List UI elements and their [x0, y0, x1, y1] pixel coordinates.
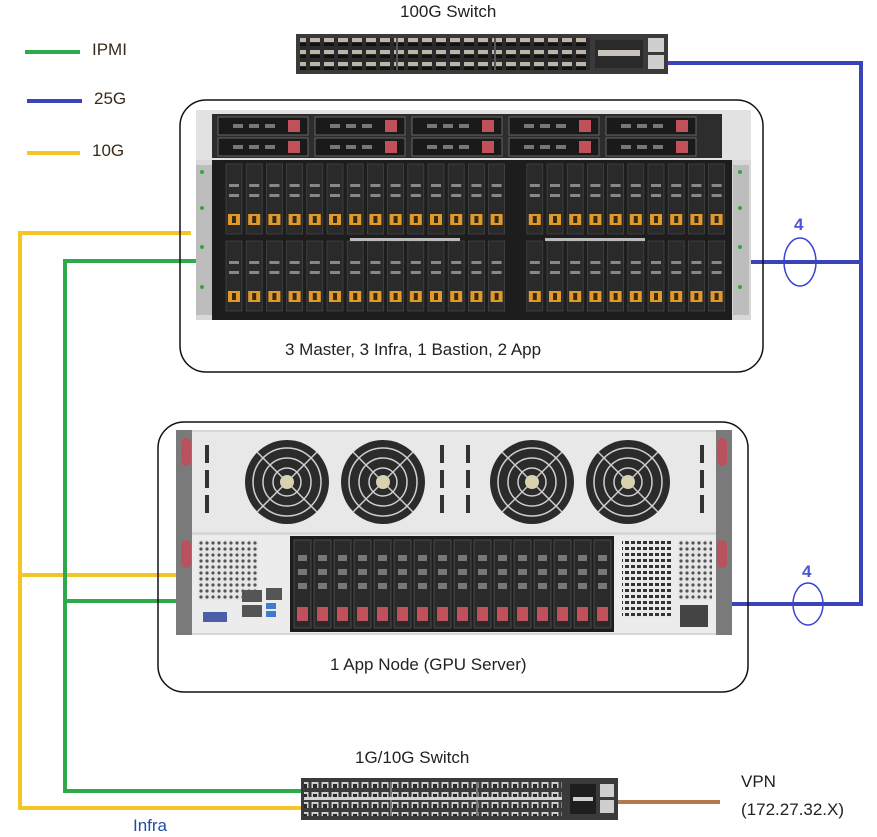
drive-bay	[508, 137, 600, 157]
link-bundle-cluster	[783, 237, 817, 287]
link-bundle-gpu	[792, 582, 824, 626]
legend-25g-label: 25G	[94, 89, 127, 108]
gpu-link-count: 4	[802, 562, 812, 581]
server-cluster-label: 3 Master, 3 Infra, 1 Bastion, 2 App	[285, 340, 542, 359]
drive-bay	[411, 116, 503, 136]
switch-100g-label: 100G Switch	[400, 2, 497, 21]
drive-bay	[314, 137, 406, 157]
cable-10g	[18, 231, 302, 810]
drive-bay	[605, 137, 697, 157]
gpu-server-chassis	[176, 430, 732, 635]
gpu-server-label: 1 App Node (GPU Server)	[330, 655, 527, 674]
vpn-subnet-label: (172.27.32.X)	[741, 800, 845, 819]
cable-ipmi	[63, 259, 302, 793]
vpn-label: VPN	[741, 772, 776, 791]
server-cluster-frame	[179, 99, 764, 373]
cluster-link-count: 4	[794, 215, 804, 234]
drive-bay	[314, 116, 406, 136]
drive-bay	[217, 137, 309, 157]
gpu-server-frame	[157, 421, 749, 693]
legend-10g-label: 10G	[92, 141, 125, 160]
server-cluster-chassis	[196, 110, 751, 320]
switch-1g10g-label: 1G/10G Switch	[355, 748, 470, 767]
drive-bay	[605, 116, 697, 136]
switch-100g	[296, 34, 668, 74]
drive-bay	[508, 116, 600, 136]
drive-bay	[217, 116, 309, 136]
switch-1g10g	[301, 778, 618, 820]
drive-bay	[411, 137, 503, 157]
legend-ipmi-label: IPMI	[92, 40, 127, 59]
infra-label: Infra	[133, 816, 168, 835]
